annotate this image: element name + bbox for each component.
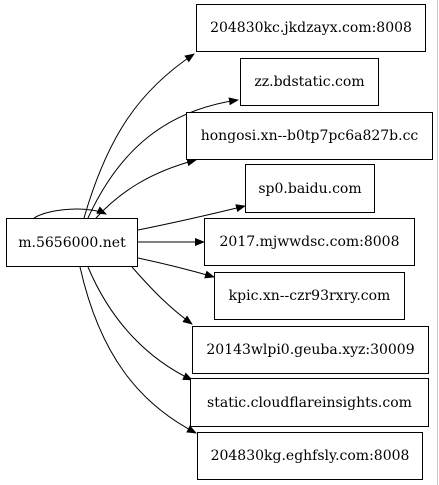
self-loop-edge (33, 206, 107, 219)
target-node[interactable]: zz.bdstatic.com (240, 58, 379, 106)
target-node-label: 2017.mjwwdsc.com:8008 (219, 234, 400, 250)
edge-arrow (137, 257, 215, 279)
target-node-label: 204830kc.jkdzayx.com:8008 (210, 20, 412, 36)
page-edge-rule (437, 0, 438, 485)
edge-arrow (87, 266, 193, 381)
target-node[interactable]: 204830kg.eghfsly.com:8008 (197, 432, 423, 480)
target-node-label: static.cloudflareinsights.com (207, 394, 412, 411)
target-node[interactable]: sp0.baidu.com (245, 164, 375, 213)
edge-arrow (95, 158, 197, 219)
target-node[interactable]: kpic.xn--czr93rxry.com (214, 272, 405, 320)
target-node-label: 204830kg.eghfsly.com:8008 (210, 448, 410, 464)
edge-arrow (137, 204, 246, 231)
target-node[interactable]: static.cloudflareinsights.com (190, 378, 429, 427)
target-node-label: 20143wlpi0.geuba.xyz:30009 (206, 342, 415, 358)
target-node[interactable]: 20143wlpi0.geuba.xyz:30009 (192, 326, 429, 374)
target-node[interactable]: hongosi.xn--b0tp7pc6a827b.cc (186, 112, 433, 160)
edge-arrow (79, 266, 197, 434)
target-node-label: hongosi.xn--b0tp7pc6a827b.cc (200, 128, 419, 144)
target-node-label: kpic.xn--czr93rxry.com (228, 288, 391, 304)
target-node-label: zz.bdstatic.com (254, 74, 365, 90)
target-node[interactable]: 2017.mjwwdsc.com:8008 (204, 218, 415, 266)
target-node[interactable]: 204830kc.jkdzayx.com:8008 (196, 4, 426, 52)
target-node-label: sp0.baidu.com (258, 180, 362, 197)
source-node-label: m.5656000.net (18, 234, 126, 251)
source-node[interactable]: m.5656000.net (6, 218, 138, 267)
edge-arrow (131, 266, 193, 325)
edge-arrow (87, 97, 239, 219)
edge-arrow (83, 53, 195, 219)
